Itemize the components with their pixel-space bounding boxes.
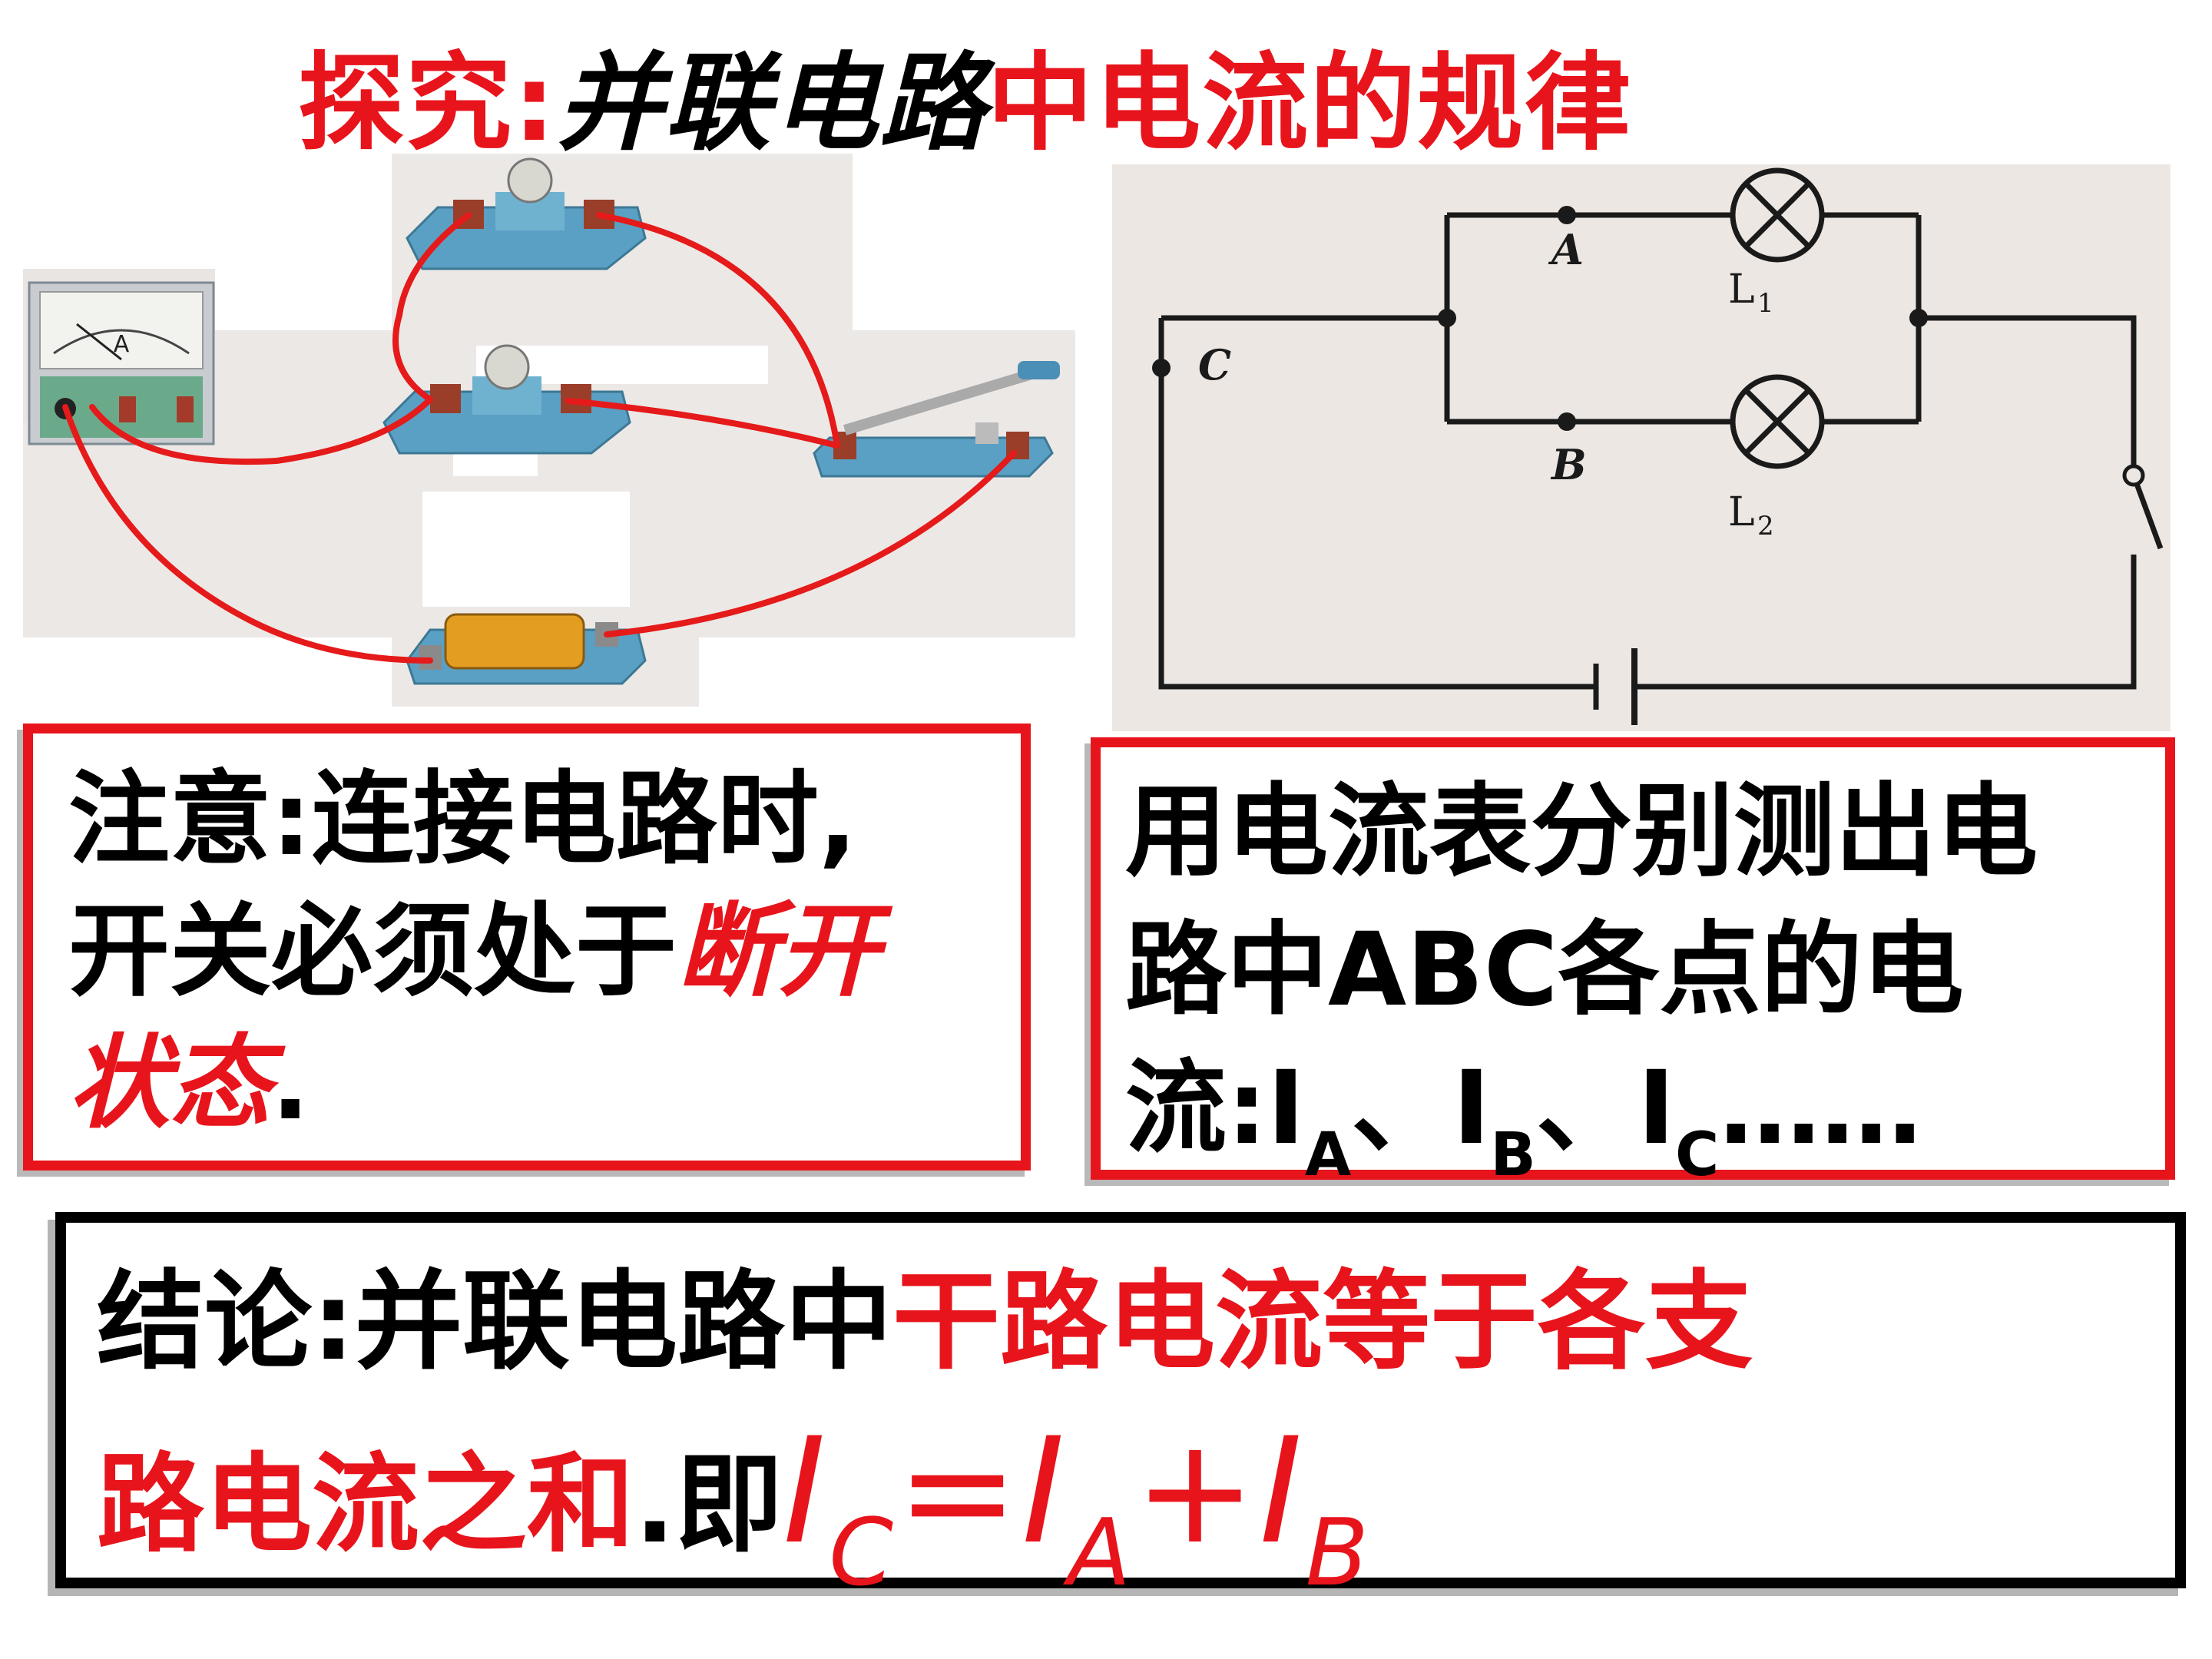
switch-icon bbox=[813, 361, 1060, 478]
page-title: 探究:并联电路中电流的规律 bbox=[298, 38, 1632, 169]
measure-box: 用电流表分别测出电 路中ABC各点的电 流:IA、IB、IC…… bbox=[1091, 737, 2175, 1185]
conclusion-line-1: 结论:并联电路中干路电流等于各支 bbox=[97, 1246, 2160, 1399]
measure-i-prefix: 流:I bbox=[1125, 1049, 1305, 1167]
conclusion-line-2: 路电流之和.即IC=IA+IB bbox=[97, 1415, 2160, 1600]
lamp-icon bbox=[406, 157, 647, 270]
measure-line-2: 路中ABC各点的电 bbox=[1125, 911, 1964, 1029]
note-box: 注意:连接电路时, 开关必须处于断开 状态. bbox=[23, 724, 1031, 1171]
lamp-l2-icon bbox=[1730, 374, 1825, 469]
note-line-3: 状态. bbox=[68, 1018, 998, 1150]
measure-sub-c: C bbox=[1674, 1121, 1720, 1190]
measure-line-1: 用电流表分别测出电 bbox=[1125, 773, 2038, 891]
label-point-c: C bbox=[1198, 340, 1231, 389]
label-l2: L bbox=[1728, 489, 1755, 535]
title-part-current-law: 中电流的规律 bbox=[987, 41, 1633, 165]
lamp-l1-icon bbox=[1730, 167, 1825, 263]
conclusion-that-is: .即 bbox=[634, 1442, 783, 1568]
measure-sep-2: 、I bbox=[1535, 1049, 1675, 1167]
label-l1: L bbox=[1728, 267, 1755, 313]
ammeter-icon: A bbox=[28, 281, 215, 445]
title-part-parallel: 并联电路 bbox=[557, 41, 988, 165]
measure-sub-b: B bbox=[1490, 1121, 1536, 1190]
measure-ellipsis: …… bbox=[1719, 1049, 1922, 1167]
label-point-a: A bbox=[1548, 225, 1584, 274]
note-line-2-text: 开关必须处于 bbox=[68, 892, 677, 1011]
measure-line-3: 流:IA、IB、IC…… bbox=[1125, 1039, 2142, 1185]
label-l1-sub: 1 bbox=[1757, 288, 1774, 319]
conclusion-rule-part-2: 路电流之和 bbox=[97, 1442, 635, 1568]
conclusion-rule-part-1: 干路电流等于各支 bbox=[892, 1260, 1753, 1385]
title-part-explore: 探究: bbox=[298, 41, 558, 165]
lamp-icon bbox=[382, 344, 631, 455]
note-emphasis-state: 状态 bbox=[68, 1025, 271, 1143]
note-line-2: 开关必须处于断开 bbox=[68, 886, 998, 1018]
conclusion-lead: 结论:并联电路中 bbox=[97, 1260, 892, 1385]
note-emphasis-open: 断开 bbox=[677, 892, 879, 1011]
label-point-b: B bbox=[1550, 440, 1587, 489]
note-line-1: 注意:连接电路时, bbox=[68, 760, 857, 879]
battery-icon bbox=[406, 613, 647, 685]
ammeter-label: A bbox=[114, 331, 130, 358]
note-period: . bbox=[271, 1025, 310, 1143]
conclusion-box: 结论:并联电路中干路电流等于各支 路电流之和.即IC=IA+IB bbox=[55, 1212, 2186, 1600]
measure-sub-a: A bbox=[1304, 1121, 1352, 1190]
circuit-photo: A bbox=[23, 154, 1075, 707]
circuit-diagram: A B C L 1 L 2 bbox=[1112, 164, 2171, 731]
wires bbox=[62, 212, 1017, 664]
measure-sep-1: 、I bbox=[1351, 1049, 1491, 1167]
label-l2-sub: 2 bbox=[1757, 511, 1774, 541]
conclusion-formula: IC=IA+IB bbox=[783, 1406, 1372, 1607]
